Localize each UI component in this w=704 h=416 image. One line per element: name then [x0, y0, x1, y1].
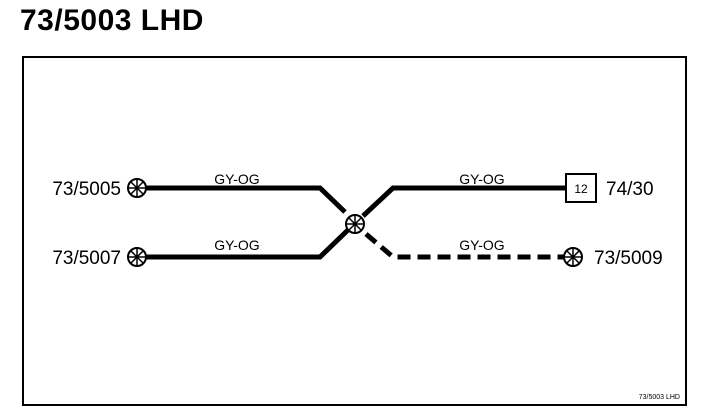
wire-label-bottom-right: GY-OG: [459, 237, 504, 253]
page-title: 73/5003 LHD: [20, 4, 204, 37]
wire-bottom-left: [137, 227, 351, 260]
wire-label-bottom-left: GY-OG: [214, 237, 259, 253]
connector-label-right-bottom: 73/5009: [594, 248, 663, 269]
connector-left-bottom-icon: [127, 247, 147, 267]
connector-right-bottom-icon: [563, 247, 583, 267]
footer-reference: 73/5003 LHD: [639, 394, 680, 401]
wire-label-top-left: GY-OG: [214, 171, 259, 187]
wire-bottom-right-dashed: [364, 232, 573, 260]
terminal-pin-label: 12: [574, 182, 588, 196]
connector-left-top-icon: [127, 178, 147, 198]
splice-junction-icon: [345, 214, 365, 234]
connector-label-left-bottom: 73/5007: [52, 248, 121, 269]
wire-top-right: [361, 185, 566, 218]
wire-top-left: [137, 185, 347, 214]
diagram-frame: [22, 56, 687, 406]
connector-label-right-top: 74/30: [606, 179, 654, 200]
terminal-box: [565, 173, 597, 203]
connector-label-left-top: 73/5005: [52, 179, 121, 200]
wire-label-top-right: GY-OG: [459, 171, 504, 187]
